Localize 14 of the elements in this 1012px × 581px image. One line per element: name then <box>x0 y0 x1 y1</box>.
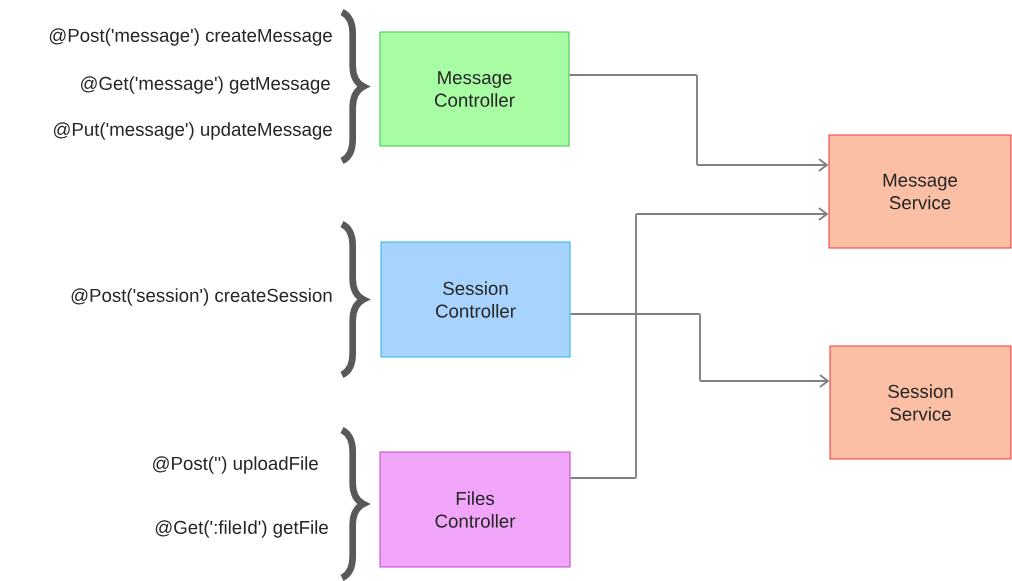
component-box: Message Service <box>828 134 1012 249</box>
endpoint-label: @Get(':fileId') getFile <box>155 520 328 538</box>
endpoint-label: @Post('session') createSession <box>71 288 332 306</box>
component-box: Session Controller <box>380 241 571 358</box>
component-box: Session Service <box>829 345 1012 460</box>
endpoint-label: @Get('message') getMessage <box>81 76 330 94</box>
component-box: Files Controller <box>379 451 571 568</box>
endpoint-label: @Put('message') updateMessage <box>53 122 332 140</box>
connector-arrow <box>568 74 829 172</box>
connector-arrow <box>569 313 830 388</box>
endpoint-label: @Post('') uploadFile <box>153 456 318 474</box>
endpoint-label: @Post('message') createMessage <box>49 28 332 46</box>
component-box: Message Controller <box>379 31 570 147</box>
connector-arrow <box>569 207 829 479</box>
